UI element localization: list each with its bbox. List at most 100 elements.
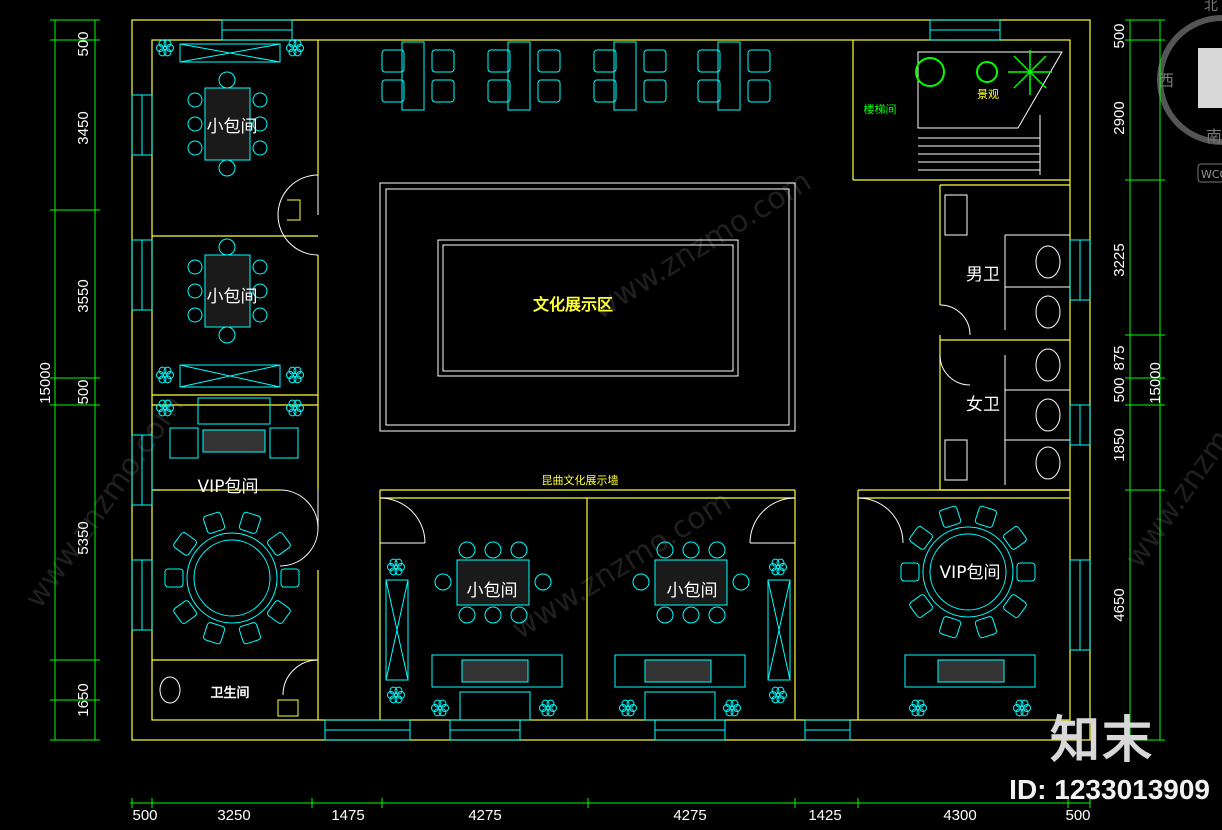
flower-icon xyxy=(293,366,302,375)
small-room-3-label: 小包间 xyxy=(467,581,518,601)
dim-right-2: 2900 xyxy=(1111,101,1128,134)
compass-north: 北 xyxy=(1204,0,1218,14)
flower-icon xyxy=(293,399,302,408)
dim-bottom-4: 4275 xyxy=(468,807,501,824)
flower-icon xyxy=(776,567,785,576)
small-room-2-label: 小包间 xyxy=(207,287,258,307)
flower-icon xyxy=(911,699,920,708)
bottom-small-rooms xyxy=(385,541,791,721)
chair xyxy=(510,541,528,559)
flower-icon xyxy=(156,404,164,412)
flower-icon xyxy=(286,44,294,52)
dim-left-total: 15000 xyxy=(37,362,54,404)
flower-icon xyxy=(725,708,734,717)
chair xyxy=(218,238,236,256)
small-room-1-label: 小包间 xyxy=(207,117,258,137)
chair xyxy=(267,600,291,624)
flower-icon xyxy=(1015,708,1024,717)
left-small-rooms xyxy=(179,43,281,388)
table xyxy=(401,41,425,111)
inner-wall xyxy=(151,39,1071,721)
flower-icon xyxy=(156,44,164,52)
chair xyxy=(187,140,203,156)
outer-wall xyxy=(131,19,1091,741)
womens-wc-label: 女卫 xyxy=(966,395,1000,415)
flower-icon xyxy=(158,375,167,384)
chair xyxy=(732,573,750,591)
flower-icon xyxy=(1013,704,1021,712)
stairwell xyxy=(915,50,1063,175)
flower-icon xyxy=(389,558,398,567)
flower-icon xyxy=(916,699,925,708)
chair xyxy=(238,511,261,534)
flower-icon xyxy=(433,699,442,708)
flower-icon xyxy=(769,563,777,571)
palm-icon xyxy=(1008,50,1052,95)
chair xyxy=(280,568,300,588)
chair xyxy=(697,79,721,103)
chair xyxy=(458,541,476,559)
left-dimension-labels: 500 3450 3550 500 5350 1650 15000 xyxy=(37,31,92,716)
flower-icon xyxy=(394,686,403,695)
chair xyxy=(252,259,268,275)
chair xyxy=(458,606,476,624)
windows xyxy=(131,19,1091,741)
chair xyxy=(164,568,184,588)
flower-icon xyxy=(293,408,302,417)
small-room-4-label: 小包间 xyxy=(667,581,718,601)
chair xyxy=(252,92,268,108)
flower-icon xyxy=(296,44,304,52)
flower-icon xyxy=(166,371,174,379)
flower-icon xyxy=(619,704,627,712)
dim-left-6: 1650 xyxy=(75,683,92,716)
chair xyxy=(238,622,261,645)
flower-icon xyxy=(288,399,297,408)
chair xyxy=(203,511,226,534)
flower-icon xyxy=(293,48,302,57)
flower-icon xyxy=(394,558,403,567)
chair xyxy=(974,505,997,528)
flower-icon xyxy=(296,371,304,379)
flower-icon xyxy=(733,704,741,712)
chair xyxy=(909,594,933,618)
chair xyxy=(187,283,203,299)
flower-icon xyxy=(909,704,917,712)
compass: 西 南 北 WCO xyxy=(1157,0,1222,183)
chair xyxy=(909,526,933,550)
chair xyxy=(697,49,721,73)
culture-area xyxy=(379,182,796,432)
chair xyxy=(974,616,997,639)
mens-wc-label: 男卫 xyxy=(966,265,1000,285)
flower-icon xyxy=(776,558,785,567)
flower-icon xyxy=(389,686,398,695)
chair xyxy=(534,573,552,591)
flower-icon xyxy=(776,695,785,704)
chair xyxy=(632,573,650,591)
dim-right-7: 4650 xyxy=(1111,588,1128,621)
flower-icon xyxy=(397,691,405,699)
flower-icon xyxy=(158,408,167,417)
chair xyxy=(203,622,226,645)
chair xyxy=(510,606,528,624)
dim-left-5: 5350 xyxy=(75,521,92,554)
flower-icon xyxy=(163,408,172,417)
flower-icon xyxy=(919,704,927,712)
chair xyxy=(537,49,561,73)
chair xyxy=(487,49,511,73)
plant-icon xyxy=(915,57,945,87)
vip-room-right-label: VIP包间 xyxy=(940,563,1001,583)
flower-icon xyxy=(387,563,395,571)
dim-right-4: 875 xyxy=(1111,345,1128,370)
chair xyxy=(593,49,617,73)
chair xyxy=(252,140,268,156)
flower-icon xyxy=(163,366,172,375)
chair xyxy=(1016,562,1036,582)
flower-icon xyxy=(293,39,302,48)
culture-area-label: 文化展示区 xyxy=(533,295,613,314)
dim-bottom-8: 500 xyxy=(1065,807,1090,824)
compass-south: 南 xyxy=(1206,127,1222,146)
chair xyxy=(218,71,236,89)
flower-icon xyxy=(723,704,731,712)
restroom-label: 卫生间 xyxy=(210,685,249,701)
